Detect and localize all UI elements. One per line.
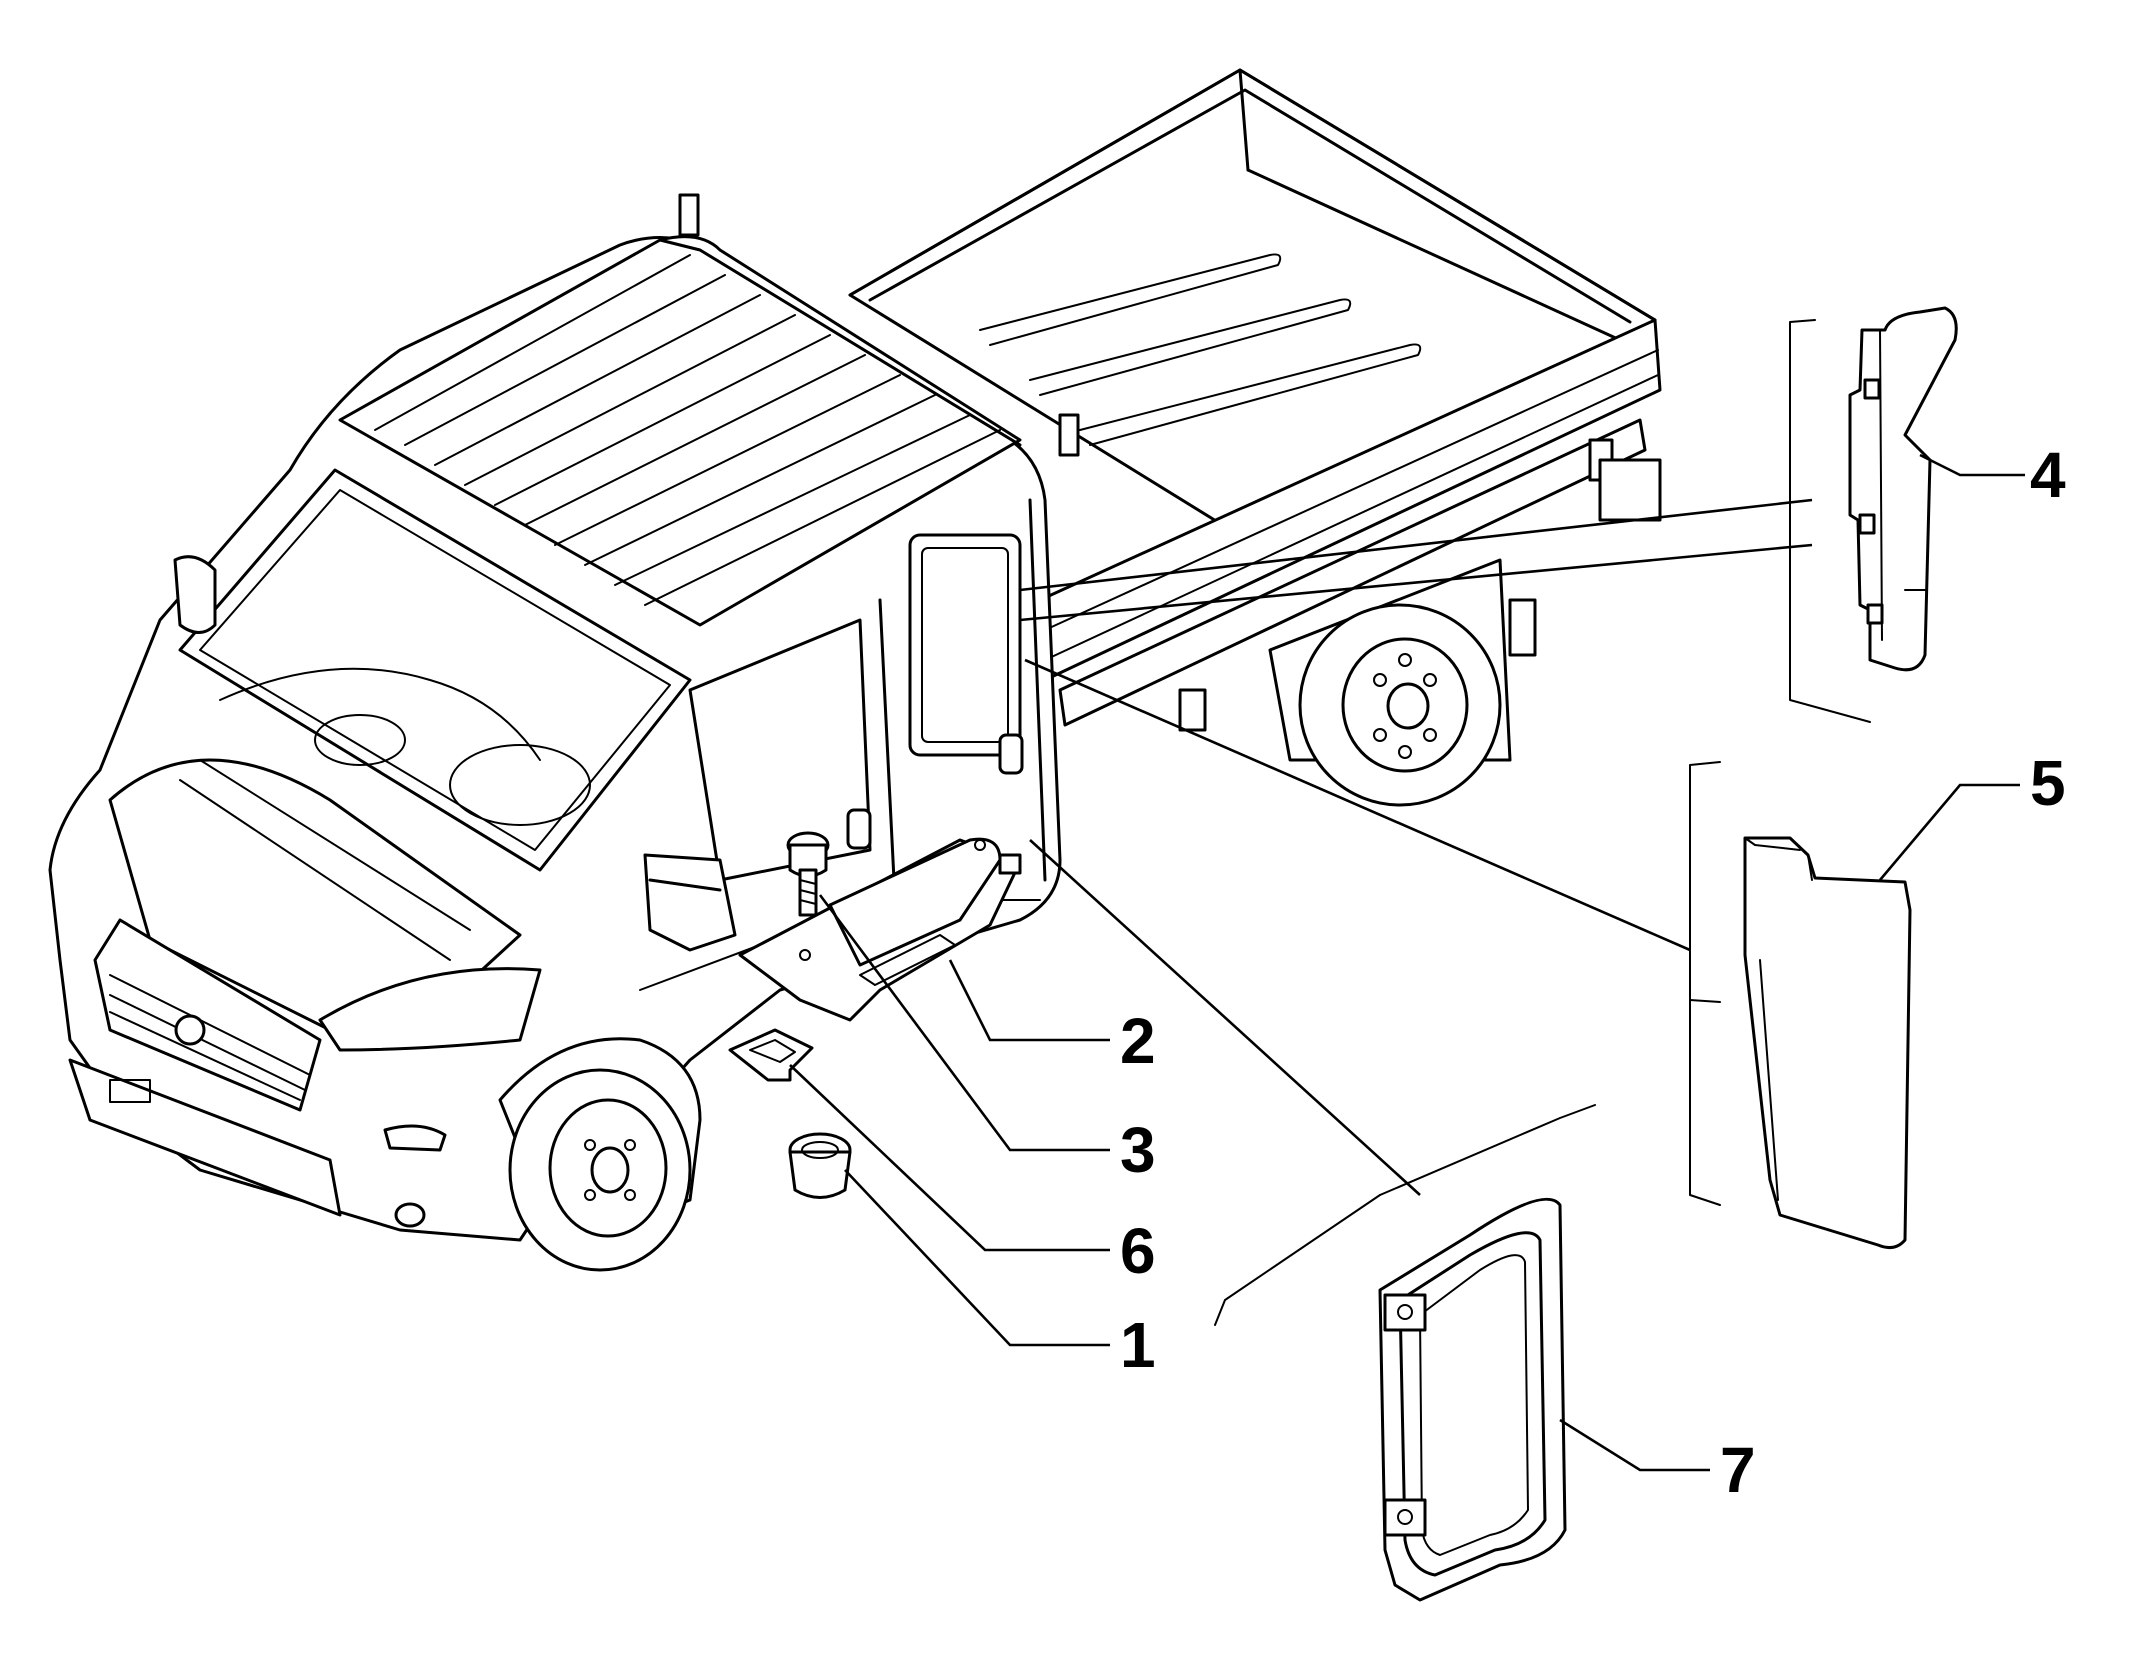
callout-3: 3 [1120,1114,1156,1186]
callout-1: 1 [1120,1309,1156,1381]
step-plate [738,837,1022,1022]
part-7-handle [1214,1104,1596,1602]
plug [788,1132,852,1199]
truck-illustration [48,68,1662,1272]
callout-4: 4 [2030,439,2066,511]
leader-lines [789,453,2025,1472]
cargo-bed [848,68,1662,807]
callout-6: 6 [1120,1215,1156,1287]
callout-2: 2 [1120,1005,1156,1077]
bolt [786,831,830,917]
part-4-trim [1789,306,1958,723]
callout-labels: 4 5 2 3 6 1 7 [1120,439,2066,1506]
cab-body [48,193,1080,1272]
callout-7: 7 [1720,1434,1756,1506]
part-5-panel [1689,761,1912,1250]
callout-5: 5 [2030,747,2066,819]
